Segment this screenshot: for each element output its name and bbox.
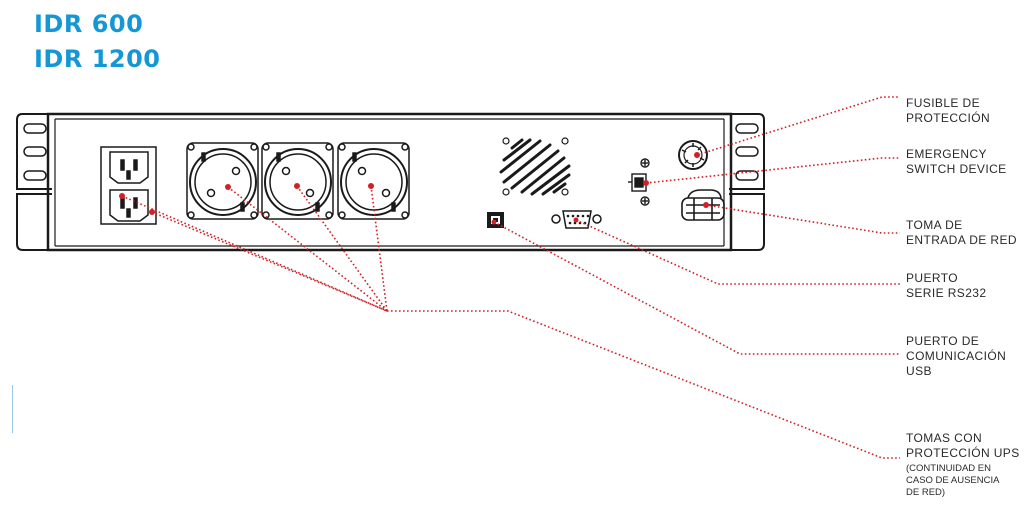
schuko-outlet: [186, 142, 259, 220]
callout-line-outlet-2: [296, 185, 388, 312]
panel-outline: [46, 112, 733, 252]
label-outlets-note-line-2: CASO DE AUSENCIA: [906, 475, 1000, 486]
label-outlets-note: (CONTINUIDAD EN CASO DE AUSENCIA DE RED): [906, 463, 999, 499]
callout-line-outlets-hub: [387, 310, 900, 459]
label-serial: PUERTO SERIE RS232: [906, 271, 986, 301]
callout-dot: [119, 193, 125, 199]
rack-ear-right: [729, 113, 765, 251]
callout-dot: [643, 180, 649, 186]
callout-line-mains: [705, 204, 900, 234]
callout-dot: [491, 219, 497, 225]
fuse-holder: [678, 140, 708, 170]
label-outlets-note-line-1: (CONTINUIDAD EN: [906, 463, 991, 474]
label-serial-line-2: SERIE RS232: [906, 286, 987, 300]
callout-line-outlet-1: [227, 186, 388, 312]
label-mains: TOMA DE ENTRADA DE RED: [906, 218, 1017, 248]
label-mains-line-1: TOMA DE: [906, 218, 963, 232]
model-title-1: IDR 600: [34, 10, 144, 38]
fan-grille: [499, 137, 571, 196]
left-edge-divider: [12, 385, 13, 433]
iec-socket-frame: [100, 146, 157, 225]
iec-socket: [109, 151, 149, 184]
model-title-2: IDR 1200: [34, 45, 161, 73]
label-outlets: TOMAS CON PROTECCIÓN UPS: [906, 431, 1020, 461]
callout-line-outlet-3: [370, 185, 388, 312]
label-serial-line-1: PUERTO: [906, 271, 958, 285]
callout-dot: [225, 184, 231, 190]
callout-dot: [703, 202, 709, 208]
rack-ear-left: [16, 113, 52, 251]
rs232-port: [551, 210, 602, 229]
iec-socket: [109, 189, 149, 222]
label-outlets-line-1: TOMAS CON: [906, 431, 983, 445]
label-fuse-line-2: PROTECCIÓN: [906, 111, 991, 125]
callout-line-usb: [493, 221, 900, 355]
callout-dot: [294, 183, 300, 189]
label-fuse: FUSIBLE DE PROTECCIÓN: [906, 96, 990, 126]
callout-line-emergency: [645, 157, 900, 184]
callout-lines: [121, 96, 900, 459]
callout-line-iec-2: [151, 211, 388, 312]
callout-line-serial: [575, 219, 900, 285]
label-emergency: EMERGENCY SWITCH DEVICE: [906, 147, 1007, 177]
callout-line-fuse: [696, 96, 900, 156]
label-outlets-line-2: PROTECCIÓN UPS: [906, 446, 1020, 460]
label-fuse-line-1: FUSIBLE DE: [906, 96, 981, 110]
callout-dot: [573, 217, 579, 223]
label-mains-line-2: ENTRADA DE RED: [906, 233, 1017, 247]
label-usb-line-1: PUERTO DE: [906, 334, 980, 348]
schuko-outlet: [261, 142, 334, 220]
callout-markers: [119, 152, 709, 225]
label-usb: PUERTO DE COMUNICACIÓN USB: [906, 334, 1006, 379]
label-usb-line-3: USB: [906, 364, 932, 378]
callout-dot: [694, 152, 700, 158]
label-emergency-line-2: SWITCH DEVICE: [906, 162, 1007, 176]
label-emergency-line-1: EMERGENCY: [906, 147, 987, 161]
callout-dot: [149, 209, 155, 215]
callout-line-iec: [121, 195, 388, 312]
callout-dot: [368, 183, 374, 189]
label-outlets-note-line-3: DE RED): [906, 487, 946, 498]
label-usb-line-2: COMUNICACIÓN: [906, 349, 1007, 363]
schuko-outlet: [337, 142, 410, 220]
